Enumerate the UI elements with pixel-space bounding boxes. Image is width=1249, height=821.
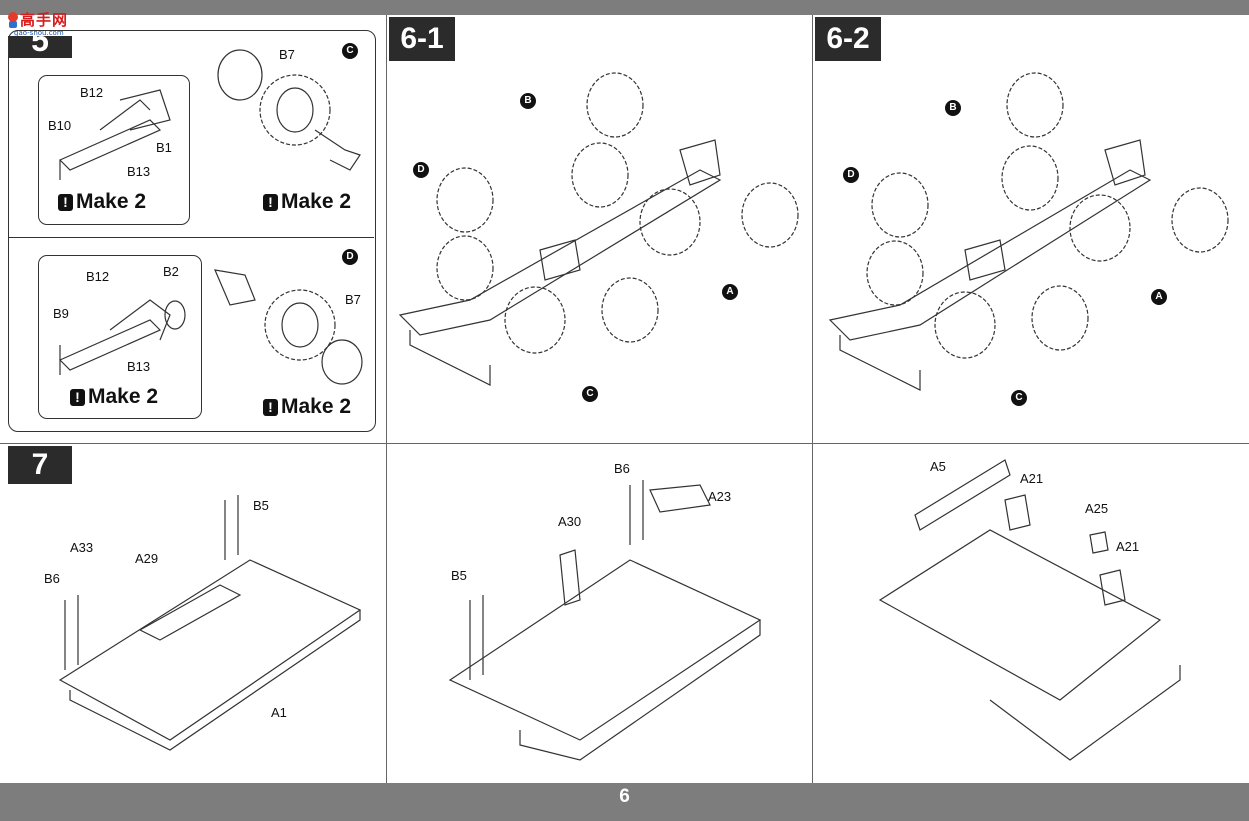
callout-b: B <box>945 100 961 116</box>
callout-d: D <box>413 162 429 178</box>
step-5-frame <box>8 30 376 432</box>
part-label-b13: B13 <box>127 359 151 374</box>
make-2-instruction: ! Make 2 <box>70 385 158 409</box>
bottom-gray-band <box>0 783 1249 821</box>
panel-divider <box>812 15 813 783</box>
make-2-text: Make 2 <box>76 190 147 213</box>
panel-divider <box>386 15 387 783</box>
part-label-a1: A1 <box>271 705 287 720</box>
panel-divider <box>0 443 1249 444</box>
part-label-a23: A23 <box>708 489 732 504</box>
callout-c: C <box>582 386 598 402</box>
part-label-b12: B12 <box>86 269 110 284</box>
part-label-a29: A29 <box>135 551 159 566</box>
make-2-instruction: ! Make 2 <box>263 190 351 214</box>
make-2-text: Make 2 <box>88 385 159 408</box>
part-label-a25: A25 <box>1085 501 1109 516</box>
part-label-a5: A5 <box>930 459 946 474</box>
part-label-b13: B13 <box>127 164 151 179</box>
step-7-label: 7 <box>8 446 72 484</box>
subassembly-d-frame <box>38 255 202 419</box>
part-label-b10: B10 <box>48 118 72 133</box>
part-label-b1: B1 <box>156 140 172 155</box>
part-label-b6: B6 <box>44 571 60 586</box>
part-label-a21: A21 <box>1020 471 1044 486</box>
warning-icon: ! <box>263 398 278 416</box>
callout-c: C <box>342 43 358 59</box>
part-label-b12: B12 <box>80 85 104 100</box>
warning-icon: ! <box>58 193 73 211</box>
part-label-b2: B2 <box>163 264 179 279</box>
step-5-label: 5 <box>8 36 72 58</box>
make-2-instruction: ! Make 2 <box>58 190 146 214</box>
part-label-b5: B5 <box>451 568 467 583</box>
watermark-text: 高手网 <box>20 11 69 29</box>
top-gray-band <box>0 0 1249 15</box>
callout-c: C <box>1011 390 1027 406</box>
make-2-text: Make 2 <box>281 190 352 213</box>
part-label-b7: B7 <box>345 292 361 307</box>
mascot-icon <box>8 12 18 28</box>
part-label-b7: B7 <box>279 47 295 62</box>
part-label-b5: B5 <box>253 498 269 513</box>
watermark-url: gao-shou.com <box>14 29 64 37</box>
watermark-logo: 高手网 gao-shou.com <box>6 9 72 41</box>
step-5-split <box>8 237 374 238</box>
subassembly-c-frame <box>38 75 190 225</box>
page-number: 6 <box>619 786 630 807</box>
part-label-a21: A21 <box>1116 539 1140 554</box>
callout-a: A <box>722 284 738 300</box>
step-6-2-label: 6-2 <box>815 17 881 61</box>
make-2-text: Make 2 <box>281 395 352 418</box>
part-label-b6: B6 <box>614 461 630 476</box>
make-2-instruction: ! Make 2 <box>263 395 351 419</box>
part-label-a30: A30 <box>558 514 582 529</box>
warning-icon: ! <box>70 388 85 406</box>
part-label-b9: B9 <box>53 306 69 321</box>
callout-b: B <box>520 93 536 109</box>
callout-d: D <box>843 167 859 183</box>
step-6-1-label: 6-1 <box>389 17 455 61</box>
callout-d: D <box>342 249 358 265</box>
callout-a: A <box>1151 289 1167 305</box>
warning-icon: ! <box>263 193 278 211</box>
part-label-a33: A33 <box>70 540 94 555</box>
